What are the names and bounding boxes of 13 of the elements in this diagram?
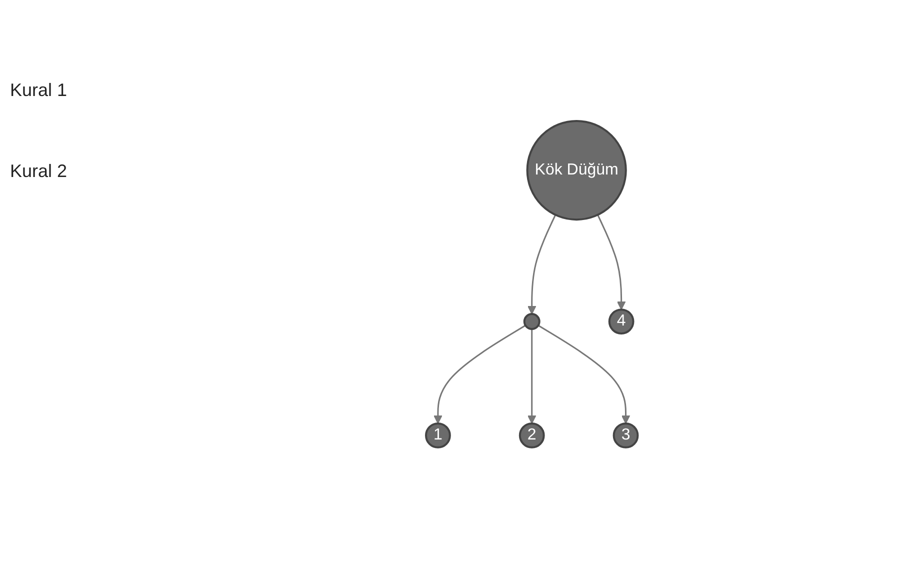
node-circle: 1 bbox=[424, 422, 451, 448]
arrow bbox=[538, 324, 630, 424]
node-circle bbox=[523, 312, 540, 330]
node-circle: 3 bbox=[612, 422, 638, 448]
arrow bbox=[596, 214, 626, 310]
arrow bbox=[433, 324, 526, 424]
arrow bbox=[527, 214, 556, 314]
node-circle: 4 bbox=[608, 308, 634, 334]
node-circle: 2 bbox=[518, 422, 544, 448]
rule-label: Kural 1 bbox=[10, 80, 68, 101]
rule-label: Kural 2 bbox=[10, 161, 68, 182]
arrow bbox=[527, 328, 536, 424]
node-circle: Kök Düğüm bbox=[526, 120, 627, 220]
